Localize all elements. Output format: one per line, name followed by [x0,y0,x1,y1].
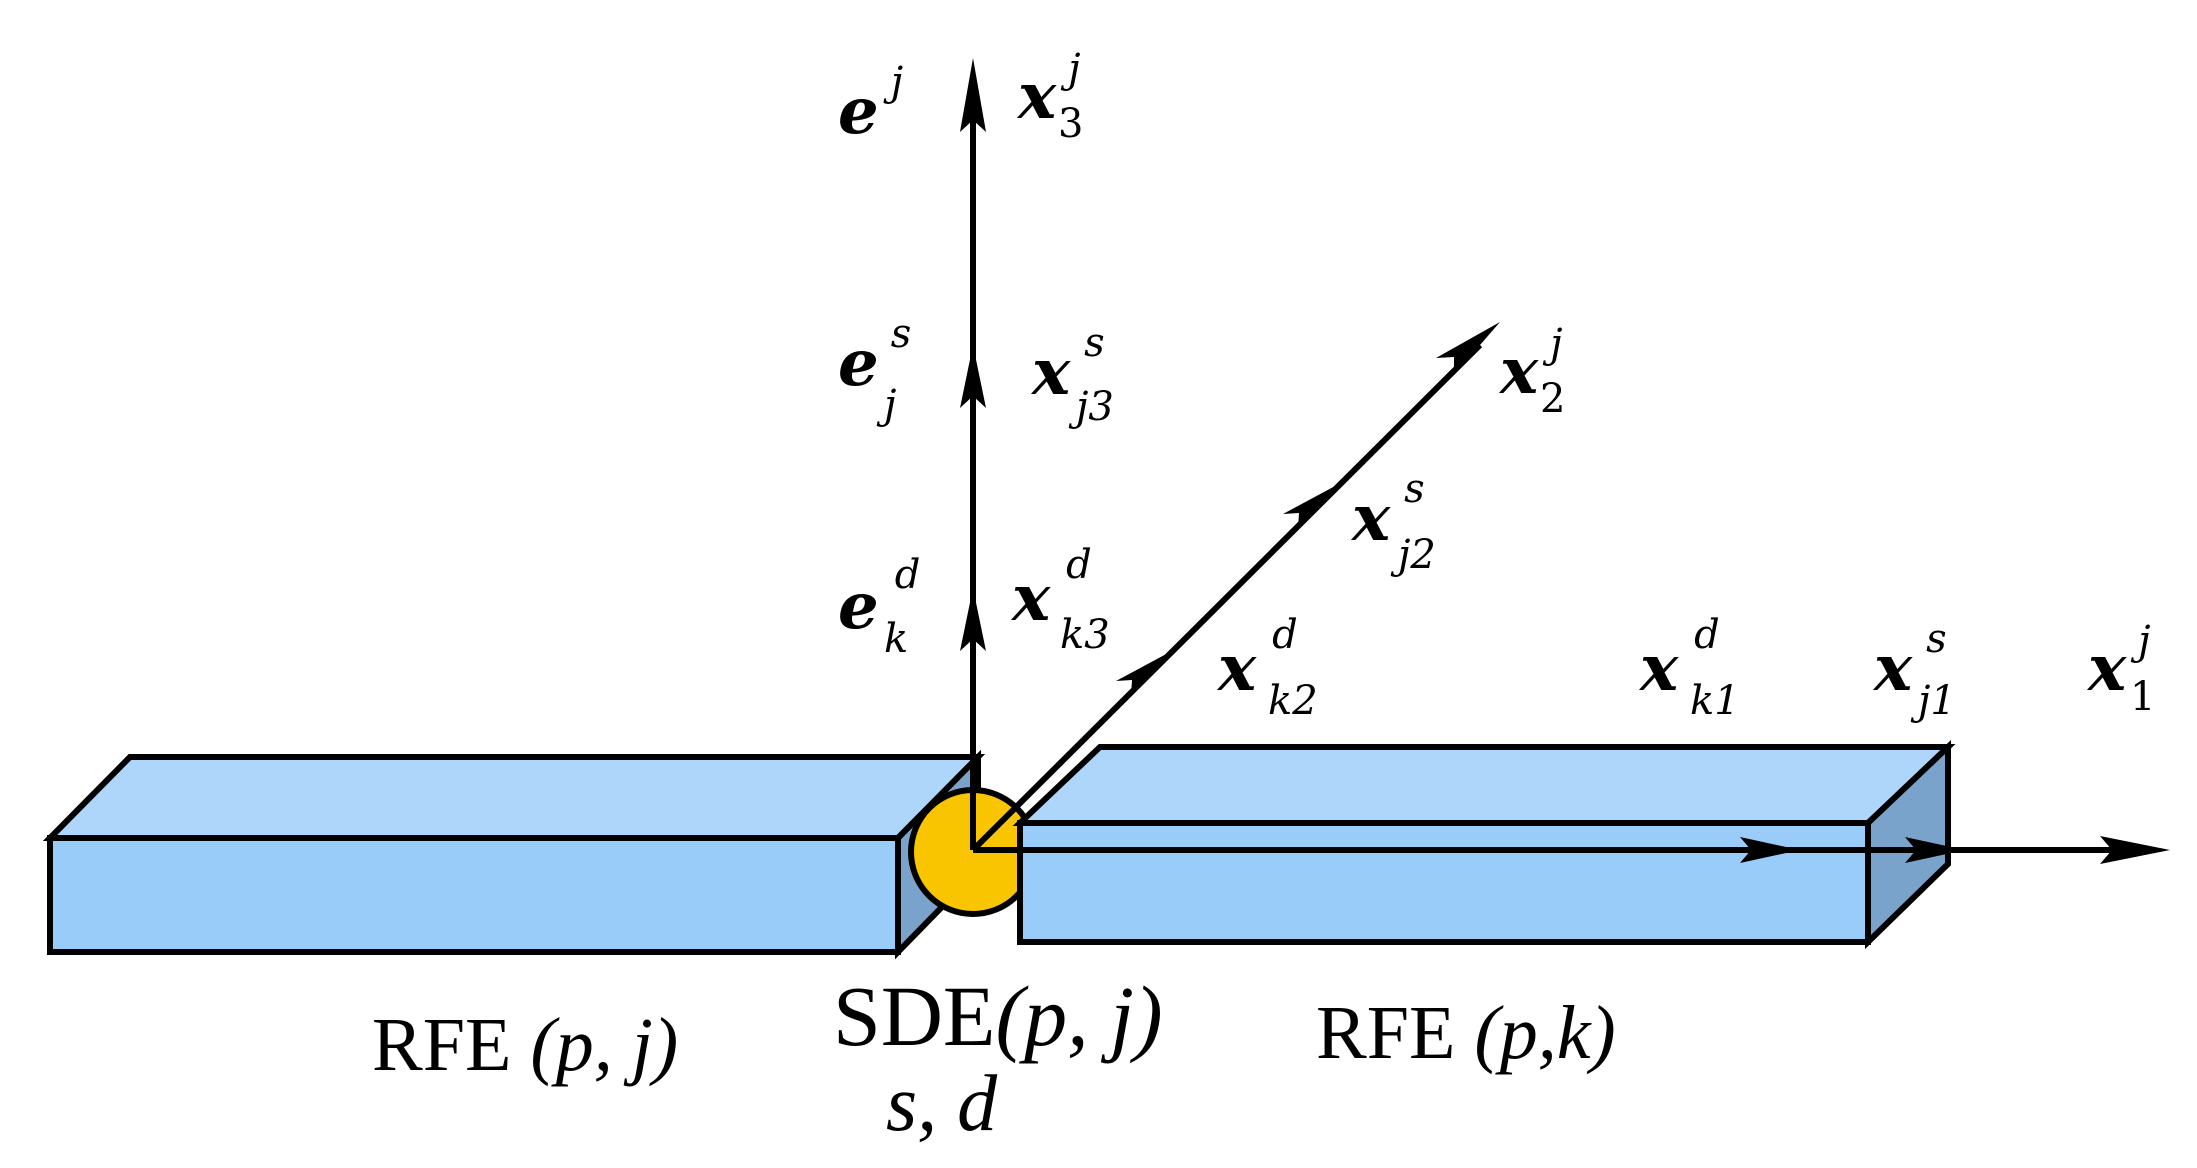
caption-right-beam-args: (p,k) [1474,991,1615,1075]
arrow-x2-j-icon [1436,322,1500,375]
axis-x2-line [970,342,1483,853]
caption-joint-args: (p, j) [995,968,1162,1064]
label-xj1-s-sub: j1 [1910,678,1956,724]
caption-right-beam: RFE (p,k) [1316,991,1616,1075]
arrow-x2-s-icon [1283,485,1337,529]
arrow-x3-s-icon [960,345,986,408]
arrow-x1-j-icon [2100,836,2170,864]
label-xk1-d-sub: k1 [1690,678,1740,724]
right-beam-top-face [1012,744,1956,826]
label-x3-j-sub: 3 [1058,101,1083,147]
left-beam-front-face [47,835,901,955]
right-beam-front-face [1017,820,1871,945]
caption-right-beam-label: RFE [1316,991,1455,1075]
arrowheads [960,58,2170,864]
arrow-x1-s-icon [1905,837,1965,863]
label-e-s-j-sub: j [876,382,896,428]
label-x2-j-sub: 2 [1540,376,1565,422]
label-xk2-d-sub: k2 [1268,678,1318,724]
label-e-d-k-sub: k [884,616,908,662]
arrow-x2-d-icon [1116,652,1170,696]
left-beam [42,749,986,960]
caption-joint-sub: s, d [886,1060,998,1148]
arrow-x1-d-icon [1740,837,1800,863]
caption-left-beam-args: (p, j) [530,1003,678,1087]
label-x1-j-sub: 1 [2130,674,2155,720]
caption-joint-label: SDE [833,968,995,1064]
caption-left-beam-label: RFE [372,1003,511,1087]
label-xj2-s-sub: j2 [1390,532,1436,578]
caption-left-beam: RFE (p, j) [372,1003,678,1087]
label-xk3-d-sub: k3 [1060,612,1110,658]
arrow-x3-d-icon [960,588,986,651]
right-beam [1012,740,1956,950]
axes [970,85,2140,853]
left-beam-top-face [42,754,986,841]
arrow-x3-j-icon [960,58,986,132]
label-xj3-s-sub: j3 [1068,384,1114,430]
caption-joint: SDE(p, j) [833,968,1163,1064]
